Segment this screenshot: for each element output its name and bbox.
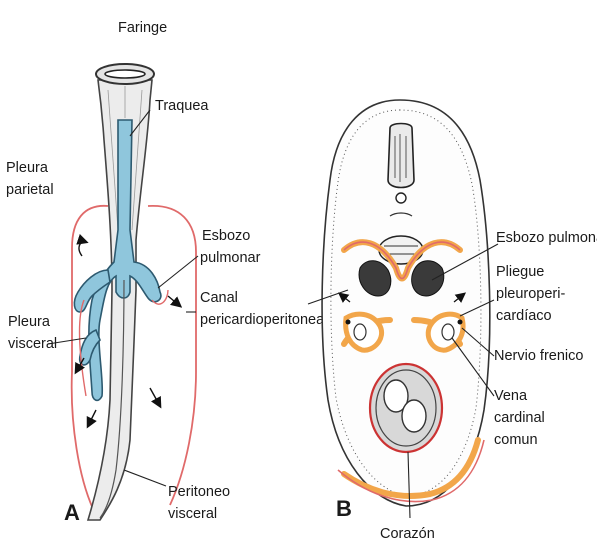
notochord bbox=[396, 193, 406, 203]
label-pleura-parietal-2: parietal bbox=[6, 182, 54, 198]
label-vena-3: comun bbox=[494, 432, 538, 448]
neural-tube bbox=[388, 124, 414, 188]
label-corazon: Corazón bbox=[380, 526, 435, 542]
label-canal-1: Canal bbox=[200, 290, 238, 306]
label-canal-2: pericardioperitoneal bbox=[200, 312, 327, 328]
label-pleura-visceral-2: visceral bbox=[8, 336, 57, 352]
label-traquea: Traquea bbox=[155, 98, 209, 114]
vena-cardinal-right bbox=[442, 324, 454, 340]
label-vena-1: Vena bbox=[494, 388, 528, 404]
label-peritoneo-visceral-1: Peritoneo bbox=[168, 484, 230, 500]
label-faringe: Faringe bbox=[118, 20, 167, 36]
label-pleura-visceral-1: Pleura bbox=[8, 314, 51, 330]
label-nervio-frenico: Nervio frenico bbox=[494, 348, 583, 364]
label-pliegue-3: cardíaco bbox=[496, 308, 552, 324]
label-esbozo-pulmonar-2: pulmonar bbox=[200, 250, 261, 266]
label-esbozo-pulmonar-1: Esbozo bbox=[202, 228, 250, 244]
label-peritoneo-visceral-2: visceral bbox=[168, 506, 217, 522]
heart-chamber-2 bbox=[402, 400, 426, 432]
label-b-esbozo-pulmonar: Esbozo pulmonar bbox=[496, 230, 597, 246]
label-vena-2: cardinal bbox=[494, 410, 545, 426]
panel-letter-b: B bbox=[336, 496, 352, 521]
panel-letter-a: A bbox=[64, 500, 80, 525]
panel-b-illustration bbox=[308, 100, 498, 518]
panel-a-illustration bbox=[48, 64, 198, 520]
label-pliegue-2: pleuroperi- bbox=[496, 286, 565, 302]
vena-cardinal-left bbox=[354, 324, 366, 340]
nervio-frenico-right bbox=[458, 320, 463, 325]
label-pliegue-1: Pliegue bbox=[496, 264, 544, 280]
nervio-frenico-left bbox=[346, 320, 351, 325]
label-pleura-parietal-1: Pleura bbox=[6, 160, 49, 176]
